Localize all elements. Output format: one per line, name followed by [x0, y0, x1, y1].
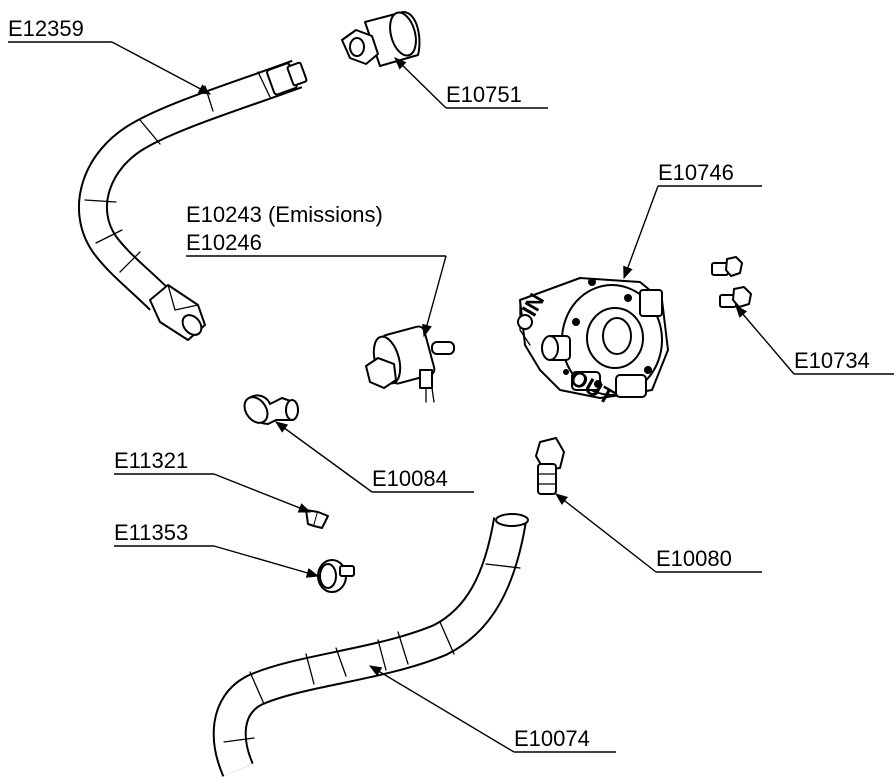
label-e10246: E10246	[186, 230, 262, 255]
part-hose-e12359	[78, 59, 308, 341]
label-e12359: E12359	[8, 16, 84, 41]
callout-e10734: E10734	[735, 305, 894, 375]
label-e10746: E10746	[658, 160, 734, 185]
part-hose-e10074	[212, 513, 529, 777]
part-clamp-e11353	[317, 559, 355, 593]
label-e11321: E11321	[114, 448, 188, 473]
part-fitting-e10751	[341, 11, 421, 67]
label-e10084: E10084	[372, 466, 448, 491]
callout-e11353: E11353	[114, 520, 320, 578]
callout-e10751: E10751	[394, 57, 548, 109]
part-solenoid-e10246	[365, 325, 455, 403]
part-screws-e10734	[711, 256, 752, 308]
callout-e12359: E12359	[8, 16, 212, 95]
part-barb-e10080	[535, 437, 565, 495]
part-clip-e11321	[305, 509, 329, 529]
callout-e10074: E10074	[368, 665, 616, 753]
label-e10751: E10751	[446, 82, 522, 107]
label-e10243: E10243 (Emissions)	[186, 202, 383, 227]
label-e11353: E11353	[114, 520, 188, 545]
part-regulator-e10746: IN OUT	[517, 277, 669, 410]
callout-e10746: E10746	[623, 160, 762, 280]
callout-e10080: E10080	[555, 493, 762, 573]
callout-e11321: E11321	[114, 448, 312, 513]
callout-e10084: E10084	[274, 421, 474, 493]
label-e10734: E10734	[794, 348, 870, 373]
label-e10074: E10074	[514, 726, 590, 751]
label-e10080: E10080	[656, 546, 732, 571]
callout-e10246: E10243 (Emissions) E10246	[186, 202, 447, 338]
part-elbow-e10084	[243, 394, 299, 425]
